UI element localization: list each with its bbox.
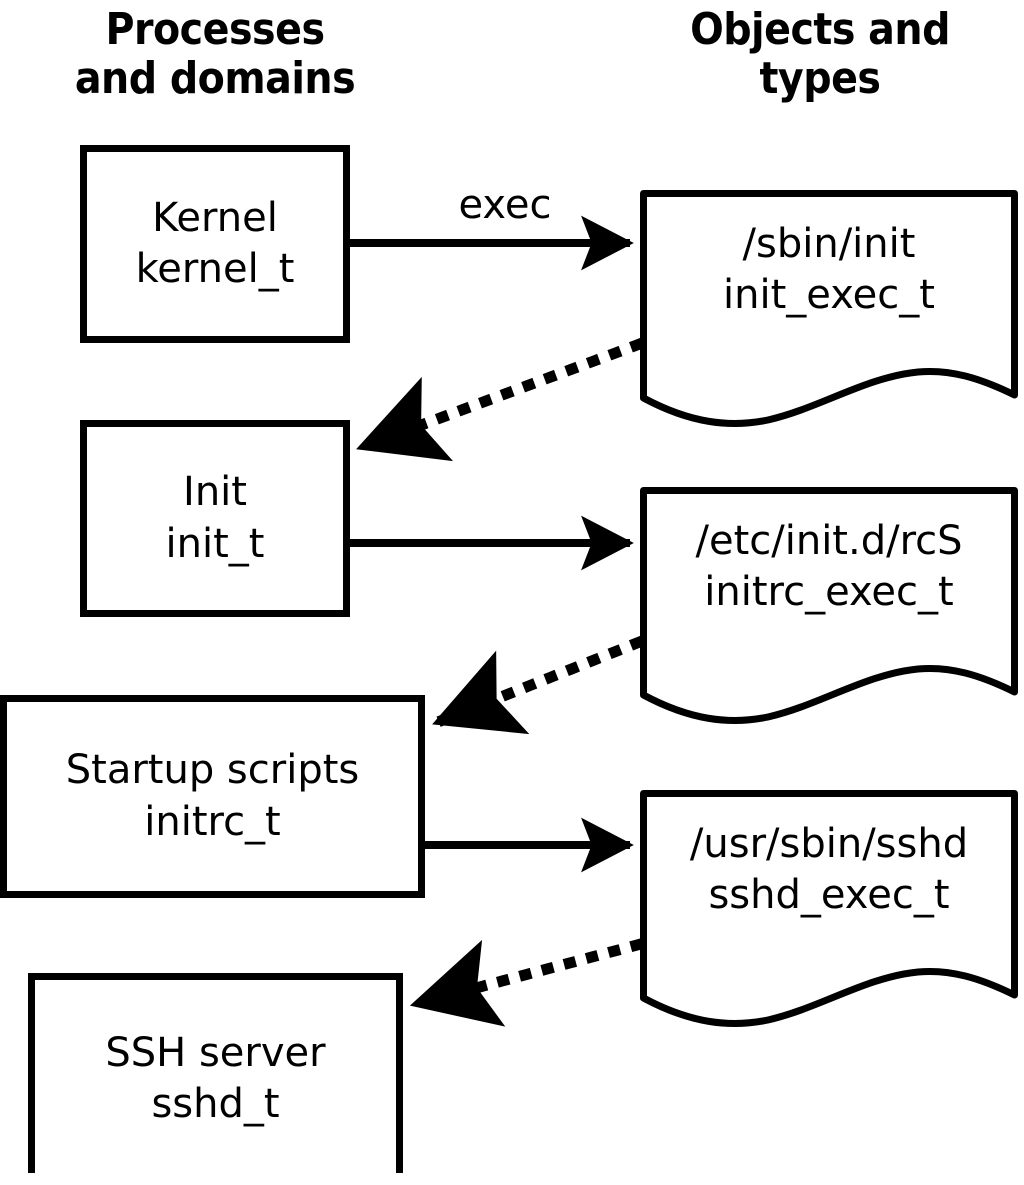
edge-initrc-exec-to-initrc-domain <box>430 635 645 735</box>
process-box-init[interactable] <box>80 420 350 617</box>
process-box-kernel[interactable] <box>80 145 350 343</box>
object-doc-sshd-exec[interactable] <box>640 790 1018 1027</box>
edge-sshd-exec-to-sshd-domain <box>409 938 644 1027</box>
object-doc-init-exec[interactable] <box>640 190 1018 427</box>
column-heading-processes-line2: and domains <box>74 53 356 105</box>
column-heading-objects: Objects and types <box>620 5 1020 104</box>
column-heading-objects-line1: Objects and <box>690 4 950 55</box>
process-box-startup-scripts[interactable] <box>0 695 425 898</box>
edge-label-exec-text: exec <box>458 182 552 228</box>
process-box-ssh-server[interactable] <box>28 973 403 1174</box>
column-heading-objects-line2: types <box>759 53 882 105</box>
object-doc-initrc-exec[interactable] <box>640 487 1018 724</box>
column-heading-processes: Processes and domains <box>20 5 410 104</box>
column-heading-processes-line1: Processes <box>105 4 325 55</box>
edge-label-exec: exec <box>420 185 590 225</box>
edge-init-exec-to-init-domain <box>354 337 645 462</box>
